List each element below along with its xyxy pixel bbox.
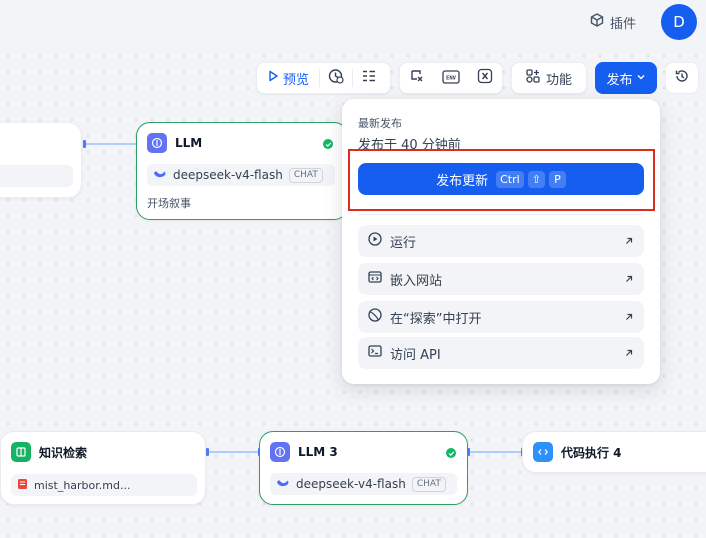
publish-dropdown: 最新发布 发布于 40 分钟前 发布更新 Ctrl ⇧ P 运行 嵌入网站 在“… [342,99,660,384]
edge [86,143,136,145]
publish-button[interactable]: 发布 [595,62,657,94]
llm3-node[interactable]: LLM 3 deepseek-v4-flash CHAT [259,431,468,505]
previous-node[interactable] [0,122,82,198]
run-toolbar-group: 预览 [256,62,391,94]
embed-site-item[interactable]: 嵌入网站 [358,263,644,295]
knowledge-node-title: 知识检索 [39,445,88,460]
knowledge-retrieval-node[interactable]: 知识检索 mist_harbor.md... [0,431,206,505]
output-handle[interactable] [206,448,209,456]
llm3-node-title: LLM 3 [298,445,338,459]
chat-badge: CHAT [288,167,323,183]
features-label: 功能 [545,72,572,88]
external-arrow-icon [624,312,634,322]
previous-node-field [0,165,73,187]
llm3-node-header: LLM 3 [270,442,338,462]
variables-list-button[interactable] [353,63,385,93]
publish-label: 发布 [606,72,633,88]
output-handle[interactable] [467,448,470,456]
divider [358,214,644,215]
document-icon [17,478,28,493]
code-icon [533,442,553,462]
svg-text:ENV: ENV [446,75,457,81]
code-node-header: 代码执行 4 [533,442,622,462]
deepseek-whale-icon [153,168,167,183]
env-icon: ENV [442,69,460,88]
terminal-icon [368,344,382,362]
edge [209,451,259,453]
model-name: deepseek-v4-flash [173,168,283,182]
divider [352,69,354,87]
divider [319,69,321,87]
shortcut-key-p: P [548,170,566,188]
plugins-label: 插件 [610,16,637,32]
chat-badge: CHAT [411,476,446,492]
chevron-down-icon [636,71,646,86]
external-arrow-icon [624,274,634,284]
embed-site-label: 嵌入网站 [390,273,443,289]
llm-node[interactable]: LLM deepseek-v4-flash CHAT 开场叙事 [136,122,348,220]
user-avatar[interactable]: D [661,4,697,40]
version-history-button[interactable] [665,62,699,94]
knowledge-node-header: 知识检索 [11,442,87,462]
llm-node-note: 开场叙事 [147,197,191,210]
llm-node-header: LLM [147,133,202,153]
model-selector[interactable]: deepseek-v4-flash CHAT [270,473,457,495]
preview-button[interactable]: 预览 [257,63,319,93]
publish-update-label: 发布更新 [436,173,489,189]
dataset-name: mist_harbor.md... [34,478,131,492]
output-handle[interactable] [83,140,86,148]
clock-check-icon [328,68,344,88]
edge [470,451,522,453]
latest-publish-label: 最新发布 [358,117,402,130]
access-api-item[interactable]: 访问 API [358,337,644,369]
conversation-variables-button[interactable] [400,63,434,93]
model-name: deepseek-v4-flash [296,477,406,491]
global-variables-button[interactable] [468,63,502,93]
external-arrow-icon [624,236,634,246]
plugins-button[interactable]: 插件 [590,12,636,32]
book-icon [11,442,31,462]
success-check-icon [446,448,456,458]
dataset-item[interactable]: mist_harbor.md... [11,474,197,496]
cube-icon [590,13,604,31]
access-api-label: 访问 API [390,347,441,363]
env-toolbar-group: ENV [399,62,503,94]
llm-node-title: LLM [175,136,203,150]
external-arrow-icon [624,348,634,358]
llm-icon [147,133,167,153]
checklist-button[interactable] [320,63,352,93]
model-selector[interactable]: deepseek-v4-flash CHAT [147,164,335,186]
features-icon [526,69,540,87]
shortcut-key-ctrl: Ctrl [496,170,524,188]
success-check-icon [323,139,333,149]
llm-icon [270,442,290,462]
explore-icon [368,308,382,326]
published-time: 发布于 40 分钟前 [358,138,461,153]
play-icon [267,70,279,86]
features-button[interactable]: 功能 [511,62,587,94]
play-circle-icon [368,232,382,250]
run-app-item[interactable]: 运行 [358,225,644,257]
shortcut-key-shift: ⇧ [527,170,545,188]
history-icon [674,68,690,88]
embed-icon [368,270,382,288]
code-node-title: 代码执行 4 [561,445,622,460]
code-execution-node[interactable]: 代码执行 4 [522,431,706,473]
env-variables-button[interactable]: ENV [434,63,468,93]
run-app-label: 运行 [390,235,417,251]
top-bar: 插件 D [0,0,706,44]
preview-label: 预览 [283,72,310,88]
variable-x-icon [477,68,493,88]
deepseek-whale-icon [276,477,290,492]
open-in-explore-item[interactable]: 在“探索”中打开 [358,301,644,333]
list-icon [361,68,377,88]
open-in-explore-label: 在“探索”中打开 [390,311,482,327]
chat-variable-icon [409,68,425,88]
publish-update-button[interactable]: 发布更新 Ctrl ⇧ P [358,163,644,195]
